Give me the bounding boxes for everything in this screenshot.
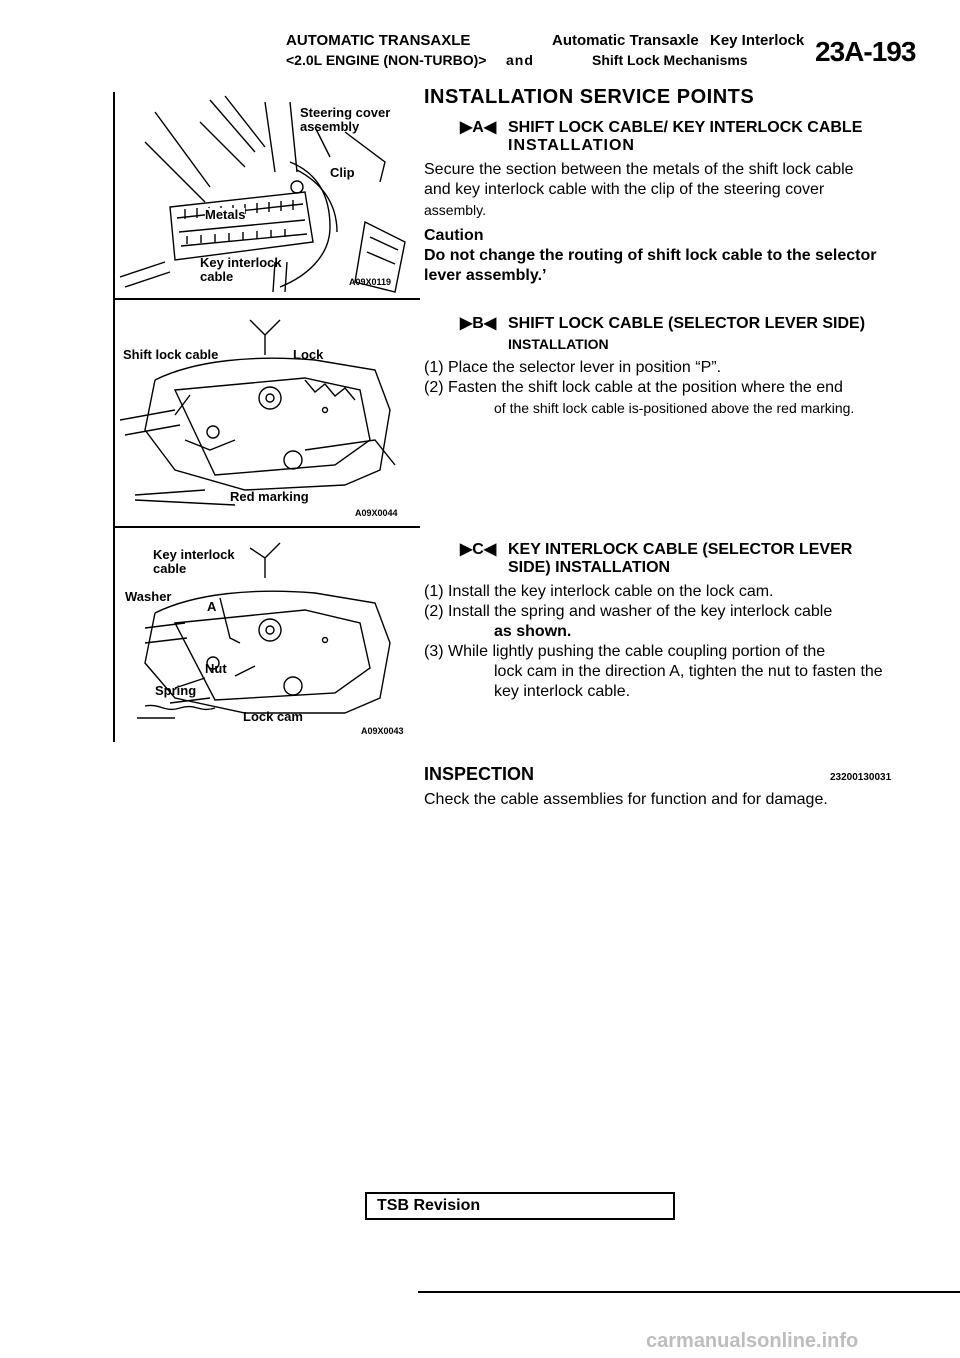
section-c-step-1: (1) Install the key interlock cable on t… xyxy=(424,583,774,600)
figure-code-1: A09X0119 xyxy=(349,277,392,287)
label-key-interlock-cable-2: Key interlock cable xyxy=(153,547,235,576)
section-b-marker: ▶B◀ xyxy=(460,315,497,332)
section-a-heading: SHIFT LOCK CABLE/ KEY INTERLOCK CABLE xyxy=(508,119,863,136)
header-shift-lock: Shift Lock Mechanisms xyxy=(592,52,748,68)
label-nut: Nut xyxy=(205,661,227,676)
tsb-revision-box: TSB Revision xyxy=(365,1192,675,1220)
section-a-subheading: INSTALLATION xyxy=(508,137,635,154)
figure-code-3: A09X0043 xyxy=(361,726,404,736)
section-b-step-2: (2) Fasten the shift lock cable at the p… xyxy=(424,379,843,396)
inspection-title: INSPECTION xyxy=(424,764,535,784)
section-a-text-1: Secure the section between the metals of… xyxy=(424,161,854,178)
figure-steering-cover: Steering cover assembly Clip Metals Key … xyxy=(113,92,420,300)
caution-text-2: lever assembly.’ xyxy=(424,267,547,284)
label-spring: Spring xyxy=(155,683,197,698)
watermark: carmanualsonline.info xyxy=(646,1330,859,1352)
section-b-subheading: INSTALLATION xyxy=(508,336,609,352)
header-group-title: Automatic Transaxle xyxy=(552,32,699,49)
section-b-step-2-cont: of the shift lock cable is-positioned ab… xyxy=(494,400,855,416)
label-metals: Metals xyxy=(205,207,246,222)
label-shift-lock-cable: Shift lock cable xyxy=(123,347,219,362)
header-section: AUTOMATIC TRANSAXLE xyxy=(286,32,471,49)
section-c-step-2-cont: as shown. xyxy=(494,623,572,640)
section-b-heading: SHIFT LOCK CABLE (SELECTOR LEVER SIDE) xyxy=(508,315,866,332)
section-b-step-1: (1) Place the selector lever in position… xyxy=(424,359,722,376)
shift-lock-illustration xyxy=(119,319,396,506)
inspection-code: 23200130031 xyxy=(830,772,892,783)
figure-shift-lock-cable: Shift lock cable Lock Red marking A09X00… xyxy=(113,300,420,528)
tsb-revision-label: TSB Revision xyxy=(377,1197,481,1214)
section-a-text-2: and key interlock cable with the clip of… xyxy=(424,181,825,198)
label-steering-cover: Steering cover assembly xyxy=(300,105,391,134)
section-c-step-3-cont-1: lock cam in the direction A, tighten the… xyxy=(494,663,883,680)
figure-key-interlock-cable: Key interlock cable Washer A Nut Spring … xyxy=(113,528,420,742)
caution-text-1: Do not change the routing of shift lock … xyxy=(424,247,877,264)
figure-column: Steering cover assembly Clip Metals Key … xyxy=(113,92,420,742)
header-and: and xyxy=(506,52,534,68)
section-a-marker: ▶A◀ xyxy=(460,119,497,136)
label-clip: Clip xyxy=(330,165,355,180)
header-engine: <2.0L ENGINE (NON-TURBO)> xyxy=(286,52,487,68)
key-interlock-illustration xyxy=(137,542,391,719)
section-c-step-3: (3) While lightly pushing the cable coup… xyxy=(424,643,826,660)
caution-title: Caution xyxy=(424,227,484,244)
bottom-rule xyxy=(418,1291,960,1293)
figure-separator xyxy=(115,298,420,300)
label-key-interlock-cable: Key interlock cable xyxy=(200,255,282,284)
figure-code-2: A09X0044 xyxy=(355,508,398,518)
header-key-interlock: Key Interlock xyxy=(710,32,805,49)
section-c-marker: ▶C◀ xyxy=(460,541,497,558)
section-c-subheading: SIDE) INSTALLATION xyxy=(508,559,671,576)
label-washer: Washer xyxy=(125,589,172,604)
figure-separator xyxy=(115,526,420,528)
section-c-step-3-cont-2: key interlock cable. xyxy=(494,683,631,700)
label-lock-cam: Lock cam xyxy=(243,709,303,724)
section-c-heading: KEY INTERLOCK CABLE (SELECTOR LEVER xyxy=(508,541,853,558)
section-c-step-2: (2) Install the spring and washer of the… xyxy=(424,603,833,620)
label-lock: Lock xyxy=(293,347,324,362)
page-title: INSTALLATION SERVICE POINTS xyxy=(424,86,755,108)
label-direction-a: A xyxy=(207,599,217,614)
label-red-marking: Red marking xyxy=(230,489,309,504)
section-a-text-3: assembly. xyxy=(424,202,486,218)
inspection-text: Check the cable assemblies for function … xyxy=(424,791,828,808)
page-number: 23A-193 xyxy=(815,36,916,67)
